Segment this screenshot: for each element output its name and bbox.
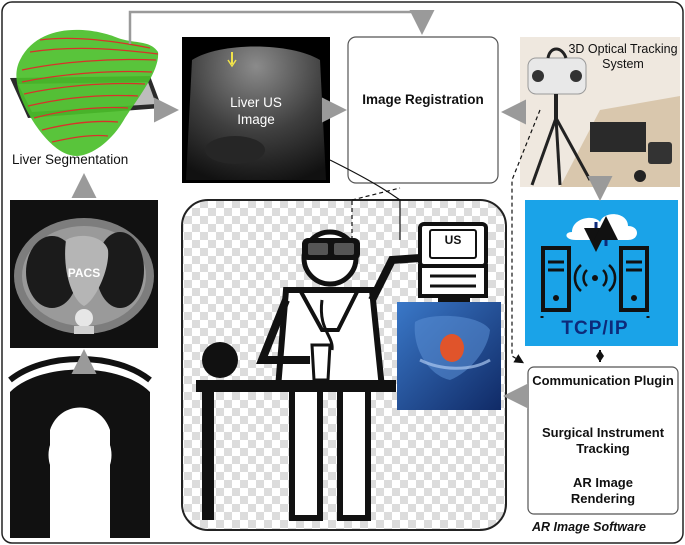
us-device-label: US: [432, 233, 474, 247]
pacs-label: PACS: [54, 266, 114, 280]
liver-segmentation-label: Liver Segmentation: [12, 152, 162, 167]
ar-image-rendering-label: AR Image Rendering: [548, 475, 658, 507]
surgical-instrument-tracking-label: Surgical Instrument Tracking: [532, 425, 674, 457]
liver-segmentation-image: [10, 30, 162, 156]
ar-image-software-label: AR Image Software: [532, 520, 682, 534]
communication-plugin-label: Communication Plugin: [532, 373, 674, 389]
image-registration-box: [348, 37, 498, 183]
optical-tracking-label: 3D Optical Tracking System: [568, 42, 678, 72]
ct-label: CT: [30, 478, 130, 517]
tcp-ip-label: TCP/IP: [540, 318, 650, 340]
liver-us-image-label: Liver US Image: [212, 94, 300, 128]
image-registration-label: Image Registration: [350, 92, 496, 107]
operating-room-scene: [182, 200, 506, 530]
